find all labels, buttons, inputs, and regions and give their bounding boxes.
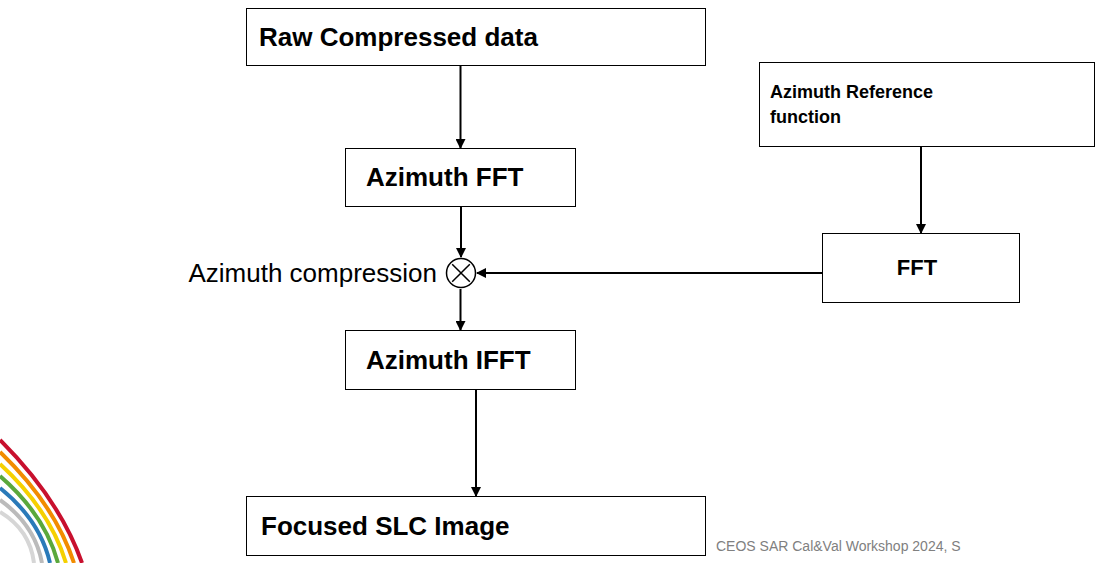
flow-arrow <box>460 66 462 148</box>
flow-arrow <box>920 147 922 233</box>
box-label: Raw Compressed data <box>259 22 538 53</box>
box-label: Azimuth Reference function <box>770 80 970 129</box>
output-box: Focused SLC Image <box>246 496 706 556</box>
box-label: Azimuth FFT <box>366 162 523 193</box>
box-label: Focused SLC Image <box>261 511 510 542</box>
operation-label: Azimuth compression <box>188 258 437 289</box>
footer-note: CEOS SAR Cal&Val Workshop 2024, S <box>716 538 961 554</box>
multiply-node: Azimuth compression <box>445 257 477 289</box>
process-box: Azimuth IFFT <box>345 330 576 390</box>
data-box: Raw Compressed data <box>246 8 706 66</box>
flow-arrow <box>460 207 462 257</box>
box-label: FFT <box>897 255 937 281</box>
process-box: FFT <box>822 233 1020 303</box>
multiply-symbol <box>445 257 477 289</box>
flow-arrow <box>475 390 477 496</box>
box-label: Azimuth IFFT <box>366 345 531 376</box>
flow-arrow <box>460 289 462 330</box>
process-box: Azimuth FFT <box>345 148 576 207</box>
flow-arrow <box>477 272 822 274</box>
reference-box: Azimuth Reference function <box>759 62 1095 147</box>
